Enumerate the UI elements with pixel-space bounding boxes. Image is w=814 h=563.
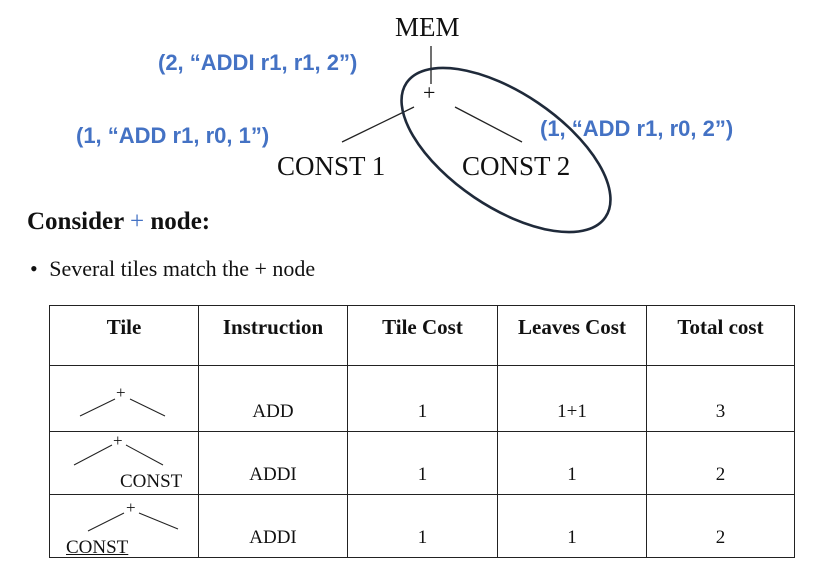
cell-instruction: ADD <box>198 365 348 432</box>
section-heading: Consider + node: <box>27 208 210 236</box>
heading-prefix: Consider <box>27 208 124 235</box>
heading-plus: + <box>130 208 145 235</box>
tree-node-plus: + <box>423 80 436 105</box>
cell-total-cost: 2 <box>646 431 795 495</box>
cell-total-cost: 3 <box>646 365 795 432</box>
cell-tile-cost: 1 <box>347 365 498 432</box>
tile-pattern-addi-left-const: + CONST <box>49 494 199 558</box>
cell-total-cost: 2 <box>646 494 795 558</box>
tiles-table: Tile Instruction Tile Cost Leaves Cost T… <box>49 305 795 558</box>
tree-node-const-1: CONST 1 <box>277 151 386 181</box>
header-leaves-cost: Leaves Cost <box>497 305 647 366</box>
cell-instruction: ADDI <box>198 431 348 495</box>
tree-diagram <box>341 46 612 234</box>
bullet-dot: • <box>30 256 38 281</box>
bullet-text: Several tiles match the + node <box>49 256 316 281</box>
tree-node-mem: MEM <box>395 12 460 42</box>
table-row: + CONST ADDI 1 1 2 <box>49 431 795 495</box>
tile-add-diagram <box>79 398 166 417</box>
header-instruction: Instruction <box>198 305 348 366</box>
tree-node-const-2: CONST 2 <box>462 151 571 181</box>
tile-match-ellipse <box>400 66 612 234</box>
cell-leaves-cost: 1+1 <box>497 365 647 432</box>
tile-plus-symbol: + <box>126 498 136 517</box>
tile-plus-symbol: + <box>116 383 126 402</box>
table-row: + CONST ADDI 1 1 2 <box>49 494 795 558</box>
tile-pattern-addi-right-const: + CONST <box>49 431 199 495</box>
header-tile-cost: Tile Cost <box>347 305 498 366</box>
tile-plus-symbol: + <box>113 431 123 450</box>
tile-pattern-add: + <box>49 365 199 432</box>
cell-leaves-cost: 1 <box>497 431 647 495</box>
cell-tile-cost: 1 <box>347 494 498 558</box>
annotation-left-cost: (1, “ADD r1, r0, 1”) <box>76 123 270 148</box>
table-header-row: Tile Instruction Tile Cost Leaves Cost T… <box>49 305 795 366</box>
table-row: + ADD 1 1+1 3 <box>49 365 795 432</box>
annotation-right-cost: (1, “ADD r1, r0, 2”) <box>540 116 734 141</box>
annotation-root-cost: (2, “ADDI r1, r1, 2”) <box>158 50 358 75</box>
header-tile: Tile <box>49 305 199 366</box>
cell-instruction: ADDI <box>198 494 348 558</box>
tile-addi-left-diagram <box>87 512 179 532</box>
heading-suffix: node: <box>150 208 211 235</box>
edge-plus-right <box>454 106 523 143</box>
tile-const-label: CONST <box>66 537 129 558</box>
cell-leaves-cost: 1 <box>497 494 647 558</box>
cell-tile-cost: 1 <box>347 431 498 495</box>
tile-const-label: CONST <box>120 471 183 492</box>
header-total-cost: Total cost <box>646 305 795 366</box>
bullet-item: • Several tiles match the + node <box>30 256 315 282</box>
tile-addi-right-diagram <box>73 444 164 466</box>
